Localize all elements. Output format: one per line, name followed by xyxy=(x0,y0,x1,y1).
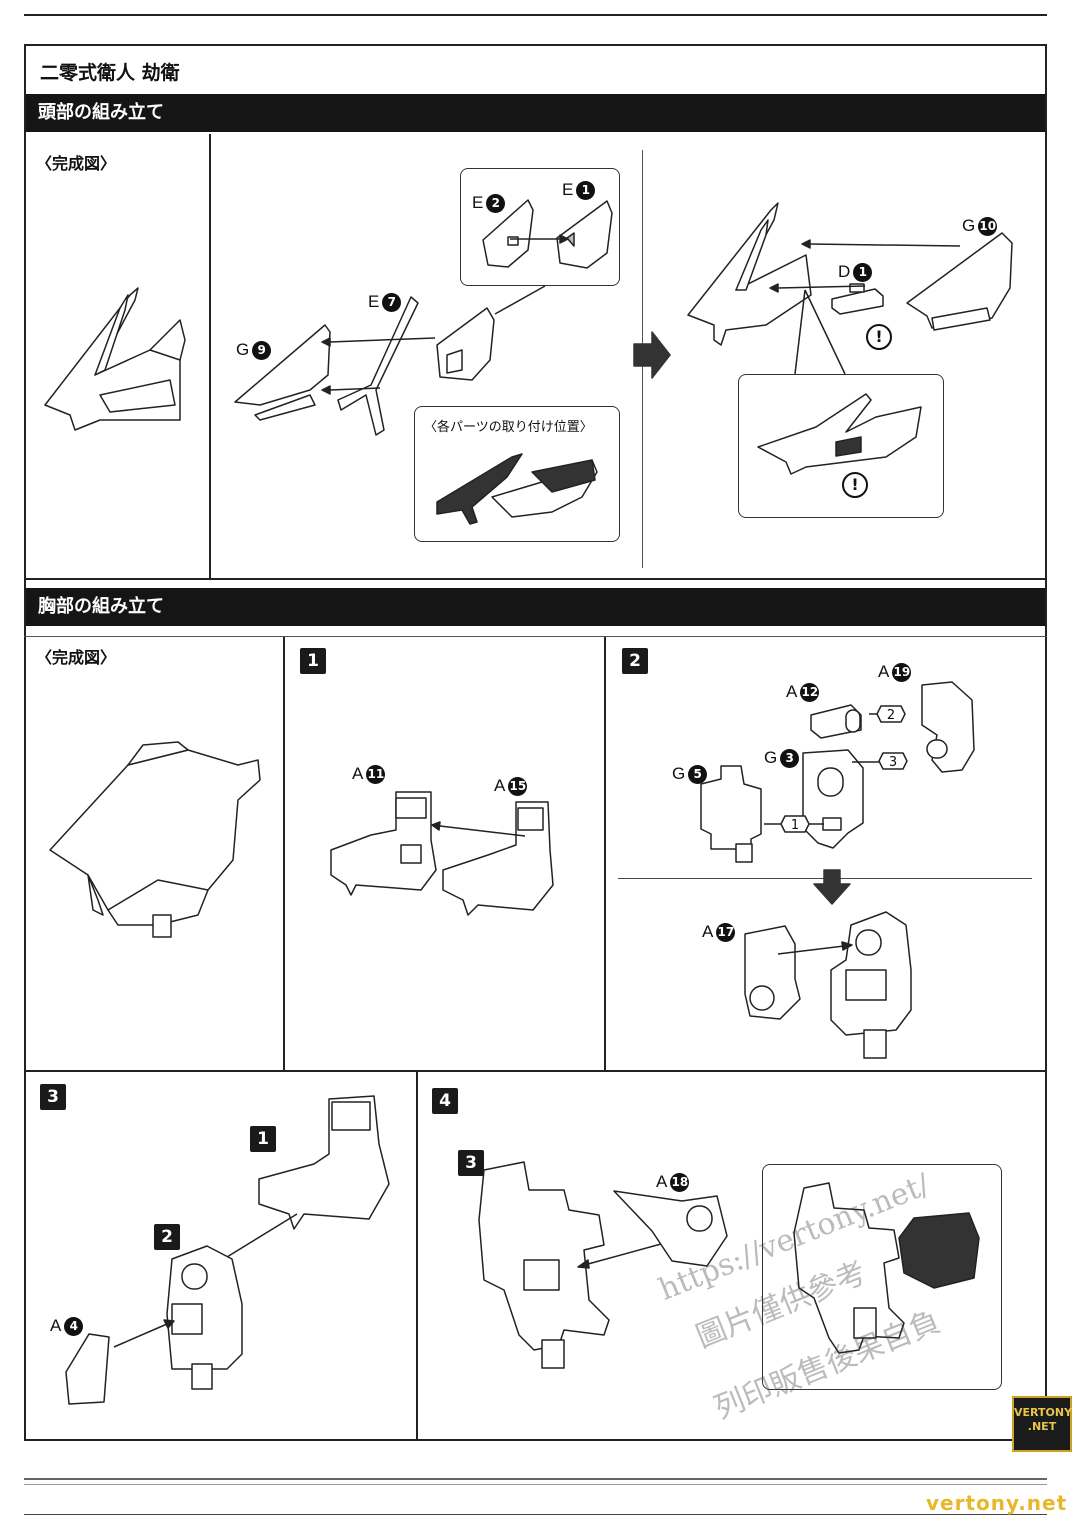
head-arrows xyxy=(321,337,436,395)
part-a17-illustration xyxy=(744,925,801,1020)
top-rule xyxy=(24,14,1047,16)
part-e7-illustration xyxy=(337,296,419,436)
step-3-badge: 3 xyxy=(40,1084,66,1110)
head-right-arrows xyxy=(769,239,961,293)
part-a12-illustration xyxy=(810,704,862,739)
head-completed-illustration xyxy=(44,287,186,431)
part-a19-illustration xyxy=(921,681,975,773)
vertony-logo: VERTONY .NET xyxy=(1012,1396,1072,1452)
part-a18-illustration xyxy=(613,1190,728,1267)
step2-assembly-illustration xyxy=(830,911,912,1059)
step4-arrow xyxy=(577,1243,662,1269)
part-g10-illustration xyxy=(906,232,1013,331)
head-completed-label: 〈完成図〉 xyxy=(36,154,117,173)
head-section-header: 頭部の組み立て xyxy=(26,94,1045,132)
part-a4-illustration xyxy=(65,1333,110,1405)
part-d1-illustration xyxy=(831,283,884,315)
warning-detail-illustration xyxy=(757,393,922,475)
footer-brand: vertony.net xyxy=(926,1491,1068,1515)
chest-divider-v2 xyxy=(604,636,606,1072)
chest-section-header: 胸部の組み立て xyxy=(26,588,1045,626)
logo-line-1: VERTONY xyxy=(1014,1406,1073,1419)
warning-icon-1: ! xyxy=(866,324,892,350)
step-2-badge: 2 xyxy=(622,648,648,674)
footer-rule-2 xyxy=(24,1484,1047,1485)
step1-arrow xyxy=(431,821,526,837)
page-title: 二零式衛人 劫衛 xyxy=(40,62,180,84)
part-e2-illustration xyxy=(482,199,534,268)
step3-part1-illustration xyxy=(258,1095,390,1230)
step3-arrows xyxy=(113,1213,298,1348)
part-e1-illustration xyxy=(556,200,613,269)
chest-divider-v1 xyxy=(283,636,285,1072)
page-frame xyxy=(24,44,1047,1441)
part-g9-illustration xyxy=(234,324,331,421)
step-1-badge: 1 xyxy=(300,648,326,674)
order-mark-3-text: 3 xyxy=(889,755,897,770)
chest-rule-h1 xyxy=(24,1070,1047,1072)
order-mark-2-text: 2 xyxy=(887,708,895,723)
order-mark-2: 2 xyxy=(876,705,906,723)
position-inset-illustration xyxy=(436,453,598,525)
part-e1e2-assembled-illustration xyxy=(436,307,495,381)
step-4-badge: 4 xyxy=(432,1088,458,1114)
logo-line-2: .NET xyxy=(1027,1420,1057,1433)
order-mark-1-text: 1 xyxy=(791,818,799,833)
head-assembly-illustration xyxy=(687,202,812,346)
step-ref-1: 1 xyxy=(250,1126,276,1152)
head-divider-v1 xyxy=(209,134,211,578)
inset-arrow xyxy=(510,234,569,244)
step-arrow-right xyxy=(633,331,671,379)
head-bottom-rule xyxy=(24,578,1047,580)
inset-pointer-line xyxy=(494,285,546,315)
part-a11-illustration xyxy=(330,791,437,896)
chest-completed-illustration xyxy=(49,741,261,938)
chest-completed-label: 〈完成図〉 xyxy=(36,648,117,667)
step-ref-3: 3 xyxy=(458,1150,484,1176)
inset-pointer-lines xyxy=(794,289,846,375)
position-inset-title: 〈各パーツの取り付け位置〉 xyxy=(424,420,593,435)
order-mark-3: 3 xyxy=(878,752,908,770)
step3-part2-illustration xyxy=(166,1245,243,1390)
chest-top-rule xyxy=(24,636,1047,637)
chest-divider-v3 xyxy=(416,1072,418,1440)
step-ref-2: 2 xyxy=(154,1224,180,1250)
step4-detail-illustration xyxy=(793,1182,980,1354)
step2-lower-arrow xyxy=(777,941,853,955)
part-g5-illustration xyxy=(700,765,762,863)
footer-rule-3 xyxy=(24,1514,1047,1515)
step-arrow-down xyxy=(813,869,851,905)
footer-rule-1 xyxy=(24,1478,1047,1480)
warning-icon-2: ! xyxy=(842,472,868,498)
step4-part3-illustration xyxy=(478,1161,610,1369)
order-mark-1: 1 xyxy=(780,815,810,833)
part-a15-illustration xyxy=(442,801,554,916)
